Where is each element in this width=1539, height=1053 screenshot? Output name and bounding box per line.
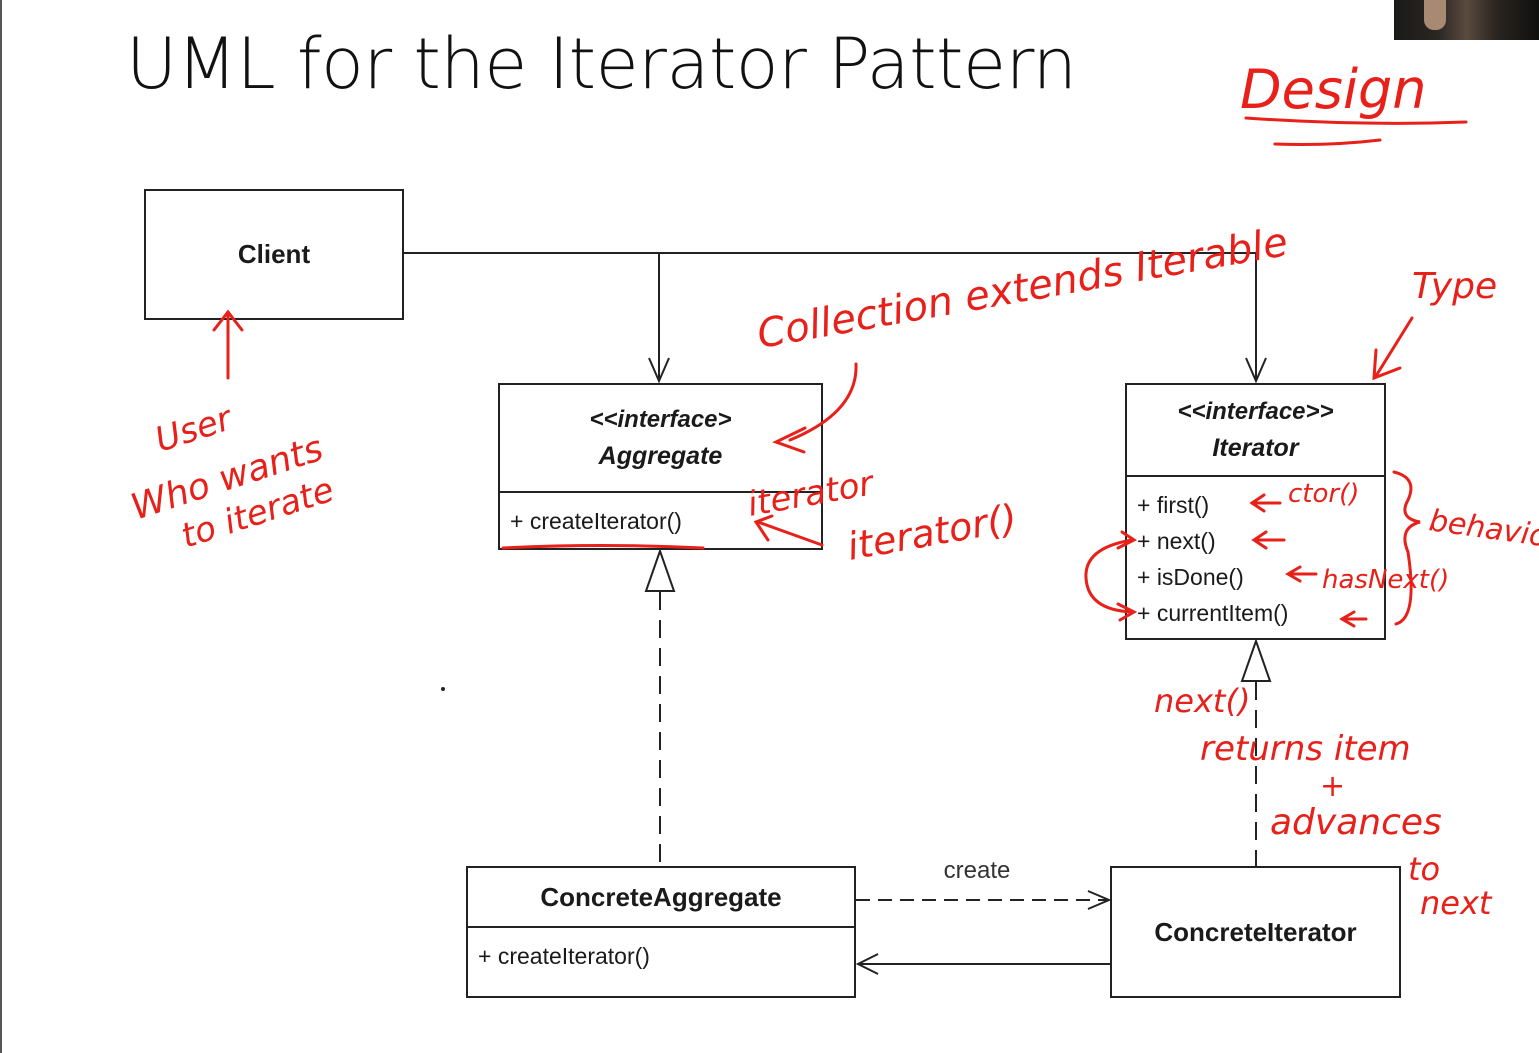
- slide-border: [0, 0, 2, 1053]
- annot-iterator-call: iterator(): [844, 496, 1020, 569]
- aggregate-stereotype: <<interface>: [589, 406, 732, 433]
- behavior-brace: [1392, 470, 1421, 626]
- handwritten-text: Design Collection extends Iterable Type …: [126, 58, 1539, 922]
- concrete-aggregate-class: ConcreteAggregate + createIterator(): [466, 866, 856, 998]
- annot-returns-item: returns item: [1200, 729, 1411, 769]
- client-class: Client: [144, 189, 404, 320]
- aggregate-name: Aggregate: [598, 442, 723, 470]
- annot-has-next: hasNext(): [1322, 565, 1449, 595]
- annot-design: Design: [1240, 58, 1426, 121]
- iterator-op-currentitem: + currentItem(): [1137, 600, 1289, 626]
- annot-plus: +: [1320, 769, 1345, 804]
- currentitem-arrow: [1339, 610, 1368, 628]
- webcam-thumbnail: [1394, 0, 1539, 40]
- iterator-interface: <<interface>> Iterator + first() + next(…: [1125, 383, 1386, 640]
- annot-next-word: next: [1420, 884, 1493, 922]
- aggregate-interface: <<interface> Aggregate + createIterator(…: [498, 383, 823, 550]
- annot-iterator-word: iterator: [745, 463, 879, 525]
- type-arrow: [1372, 316, 1414, 381]
- cycle-loop: [1084, 530, 1138, 622]
- concrete-aggregate-op: + createIterator(): [478, 943, 650, 969]
- aggregate-operations: + createIterator(): [500, 491, 821, 545]
- create-label: create: [944, 857, 1011, 884]
- slide-title: UML for the Iterator Pattern: [126, 23, 1077, 105]
- iterator-realization: [1240, 637, 1272, 866]
- annot-next: next(): [1154, 682, 1250, 720]
- iterator-header: <<interface>> Iterator: [1127, 385, 1384, 475]
- user-up-arrow: [212, 309, 244, 380]
- next-arrow: [1251, 530, 1286, 550]
- create-dependency: [856, 890, 1112, 910]
- iterator-name: Iterator: [1212, 434, 1299, 462]
- concrete-iterator-class: ConcreteIterator: [1110, 866, 1401, 998]
- aggregate-header: <<interface> Aggregate: [500, 385, 821, 491]
- concrete-aggregate-operations: + createIterator(): [468, 926, 854, 980]
- return-association: [855, 953, 1110, 975]
- isdone-arrow: [1285, 565, 1318, 583]
- handwritten-annotations: [212, 116, 1468, 628]
- concrete-iterator-name: ConcreteIterator: [1154, 916, 1357, 947]
- annot-ctor: ctor(): [1288, 479, 1359, 509]
- iterator-arrow: [753, 514, 824, 547]
- client-association-lines: [404, 252, 1267, 384]
- iterator-stereotype: <<interface>>: [1177, 398, 1334, 425]
- annot-type: Type: [1412, 266, 1497, 307]
- stray-dot: [441, 687, 445, 691]
- collection-arrow: [772, 362, 858, 454]
- aggregate-realization: [644, 547, 676, 866]
- concrete-aggregate-name: ConcreteAggregate: [540, 881, 782, 912]
- iterator-op-next: + next(): [1137, 528, 1216, 554]
- presenter-face: [1424, 0, 1446, 30]
- annot-advances: advances: [1270, 802, 1442, 843]
- iterator-op-first: + first(): [1137, 492, 1210, 518]
- iterator-op-isdone: + isDone(): [1137, 564, 1244, 590]
- iterator-operations: + first() + next() + isDone() + currentI…: [1127, 475, 1384, 637]
- aggregate-op: + createIterator(): [510, 508, 682, 534]
- first-arrow: [1249, 493, 1282, 513]
- design-underline-2: [1273, 138, 1382, 146]
- client-class-name: Client: [237, 239, 311, 269]
- annot-collection-extends: Collection extends Iterable: [754, 219, 1291, 358]
- annot-user: User: [150, 398, 238, 461]
- create-iterator-underline: [501, 544, 705, 550]
- annot-behavior: behavior: [1427, 503, 1539, 556]
- annot-to: to: [1408, 850, 1440, 888]
- design-underline: [1244, 116, 1468, 125]
